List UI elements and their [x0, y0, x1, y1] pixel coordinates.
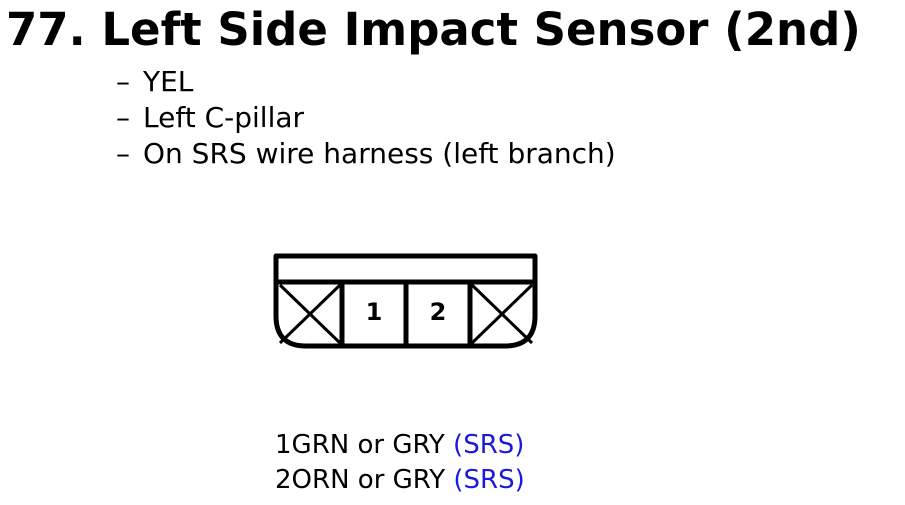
- note-dash: –: [116, 137, 130, 170]
- wire-system-link[interactable]: (SRS): [453, 430, 525, 460]
- blank-cavity-right-x-icon: [470, 283, 534, 345]
- note-text: On SRS wire harness (left branch): [143, 137, 616, 170]
- wire-color: GRN or GRY: [291, 430, 445, 460]
- wire-legend: 1GRN or GRY (SRS) 2ORN or GRY (SRS): [275, 428, 525, 498]
- wire-pin: 2: [275, 465, 292, 495]
- note-text: Left C-pillar: [143, 101, 305, 134]
- blank-cavity-left-x-icon: [278, 283, 342, 345]
- page-title: 77. Left Side Impact Sensor (2nd): [6, 3, 861, 56]
- pin-label-1: 1: [366, 298, 383, 326]
- note-dash: –: [116, 101, 130, 134]
- wire-pin: 1: [275, 430, 292, 460]
- note-item: –On SRS wire harness (left branch): [116, 136, 616, 172]
- wire-color: ORN or GRY: [291, 465, 446, 495]
- note-item: –Left C-pillar: [116, 100, 616, 136]
- note-dash: –: [116, 65, 130, 98]
- note-item: –YEL: [116, 64, 616, 100]
- note-text: YEL: [143, 65, 194, 98]
- connector-notes: –YEL –Left C-pillar –On SRS wire harness…: [116, 64, 616, 172]
- wire-row: 2ORN or GRY (SRS): [275, 463, 525, 498]
- connector-diagram: 1 2: [273, 253, 538, 349]
- pin-label-2: 2: [430, 298, 447, 326]
- wire-row: 1GRN or GRY (SRS): [275, 428, 525, 463]
- wire-system-link[interactable]: (SRS): [453, 465, 525, 495]
